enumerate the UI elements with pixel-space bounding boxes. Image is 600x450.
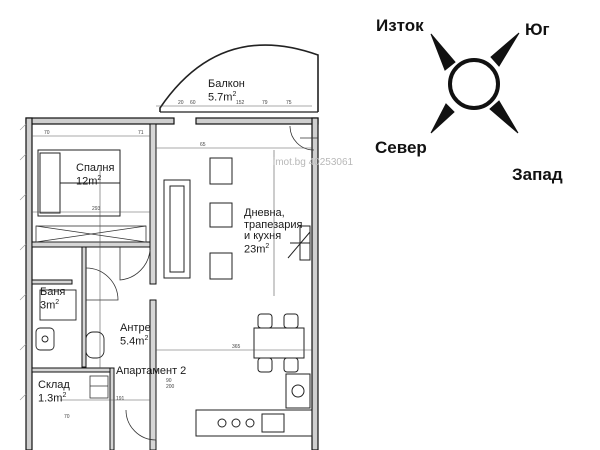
balcony-area: 5.7m2: [208, 90, 237, 104]
bedroom-area: 12m2: [76, 174, 102, 188]
bathroom-door: [85, 267, 119, 301]
dining-set: [253, 313, 305, 373]
watermark: imot.bg 40253061: [273, 157, 354, 168]
dimension-label: 70: [64, 414, 70, 420]
balcony-label: Балкон 5.7m2: [208, 78, 245, 104]
dimension-label: 60: [190, 100, 196, 106]
dimension-label: 90: [166, 378, 172, 384]
balcony-door: [289, 125, 315, 151]
bathroom-label: Баня 3m2: [40, 286, 66, 312]
bed: [37, 149, 121, 217]
entrance-door: [125, 409, 157, 441]
hall-label: Антре 5.4m2: [120, 322, 151, 348]
dimension-label: 365: [232, 344, 241, 350]
compass-south-label: Юг: [525, 20, 550, 39]
kitchen-counter: [195, 373, 313, 437]
living-arrow: [287, 231, 311, 259]
compass-west-label: Запад: [512, 165, 563, 184]
interior-walls: [31, 123, 157, 450]
hall-name: Антре: [120, 322, 151, 334]
living-line2: трапезария: [244, 218, 303, 231]
living-area: 23m2: [244, 242, 270, 256]
bedroom-label: Спалня 12m2: [76, 162, 115, 188]
living-label: Дневна, трапезария и кухня 23m2: [244, 207, 303, 256]
compass-north-label: Север: [375, 138, 427, 157]
dimension-label: 79: [262, 100, 268, 106]
hall-area: 5.4m2: [120, 334, 149, 348]
dimension-label: 152: [236, 100, 245, 106]
storage-shelves: [89, 375, 109, 399]
dimension-lines: [32, 105, 312, 401]
balcony-name: Балкон: [208, 78, 245, 90]
storage-area: 1.3m2: [38, 391, 67, 405]
bedroom-name: Спалня: [76, 162, 115, 174]
apartment-label: Апартамент 2: [116, 365, 187, 377]
balcony-outline: [159, 44, 319, 112]
dimension-label: 20: [178, 100, 184, 106]
tv-unit: [290, 225, 311, 261]
storage-label: Склад 1.3m2: [38, 379, 70, 405]
storage-name: Склад: [38, 379, 70, 391]
wall-hatch: [19, 123, 27, 401]
bathroom-name: Баня: [40, 286, 66, 298]
wardrobe: [35, 225, 147, 243]
dimension-label: 191: [116, 396, 125, 402]
coffee-tables: [209, 157, 233, 280]
sofa: [163, 179, 191, 279]
dimension-label: 293: [92, 206, 101, 212]
dimension-label: 65: [200, 142, 206, 148]
living-line1: Дневна,: [244, 207, 285, 219]
bathroom-fixtures: [35, 289, 105, 359]
compass-east-label: Изток: [376, 16, 424, 35]
dimension-label: 200: [166, 384, 175, 390]
bedroom-door: [119, 247, 151, 281]
living-line3: и кухня: [244, 230, 282, 243]
compass-rose: [430, 32, 520, 134]
dimension-label: 75: [286, 100, 292, 106]
dimension-label: 71: [138, 130, 144, 136]
dimension-label: 70: [44, 130, 50, 136]
bathroom-area: 3m2: [40, 298, 60, 312]
